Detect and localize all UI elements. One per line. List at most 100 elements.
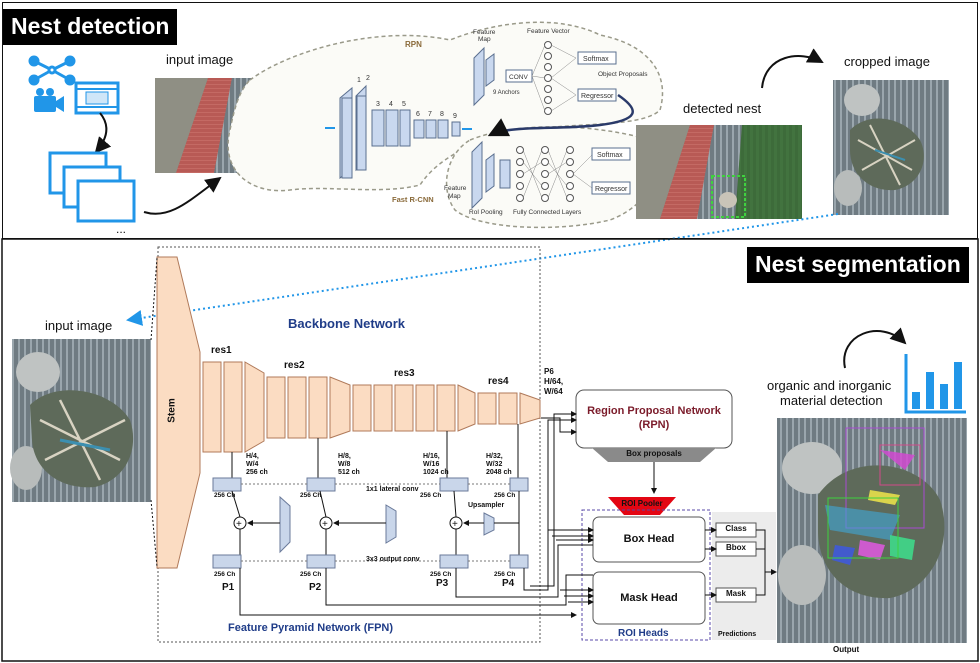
p6-w: W/64 xyxy=(544,387,563,396)
output-conv-label: 3x3 output conv xyxy=(366,556,420,563)
ch-bot-3: 256 Ch xyxy=(430,571,452,578)
svg-text:CONV: CONV xyxy=(509,74,528,81)
svg-text:+: + xyxy=(452,519,458,530)
svg-text:+: + xyxy=(236,519,242,530)
dims-res3-ch: 1024 ch xyxy=(423,469,449,476)
svg-text:5: 5 xyxy=(402,101,406,108)
detection-bbox xyxy=(711,175,746,218)
roi-pooler-label: ROI Pooler xyxy=(621,499,663,508)
res3-label: res3 xyxy=(394,368,415,379)
res1-label: res1 xyxy=(211,345,232,356)
dims-res4-w: W/32 xyxy=(486,461,503,468)
class-label: Class xyxy=(725,524,747,533)
svg-text:Regressor: Regressor xyxy=(581,93,614,100)
stem-block xyxy=(156,256,201,569)
dims-res4-h: H/32, xyxy=(486,453,503,460)
fpn-add-nodes xyxy=(233,516,463,530)
ch-bot-4: 256 Ch xyxy=(494,571,516,578)
svg-text:Object Proposals: Object Proposals xyxy=(598,71,648,78)
svg-text:Feature Vector: Feature Vector xyxy=(527,28,570,35)
mask-label: Mask xyxy=(725,589,746,598)
backbone-network-label: Backbone Network xyxy=(288,316,406,331)
dims-res1-ch: 256 ch xyxy=(246,469,268,476)
dims-res1-h: H/4, xyxy=(246,453,259,460)
detected-nest-label: detected nest xyxy=(683,101,762,116)
crop-to-segmentation-arrow xyxy=(126,213,839,326)
p6-label: P6 H/64, W/64 xyxy=(544,367,563,397)
detected-nest-image xyxy=(636,125,802,219)
dims-res2-ch: 512 ch xyxy=(338,469,360,476)
dims-res3-w: W/16 xyxy=(423,461,440,468)
output-image xyxy=(777,418,967,643)
ch-bot-1: 256 Ch xyxy=(214,571,236,578)
svg-text:Map: Map xyxy=(478,36,491,43)
p3-label: P3 xyxy=(436,578,449,589)
svg-text:RPN: RPN xyxy=(405,40,422,49)
upsampler-label: Upsampler xyxy=(468,502,505,509)
svg-text:Map: Map xyxy=(448,193,461,200)
cropped-image xyxy=(833,80,949,215)
svg-text:6: 6 xyxy=(416,111,420,118)
svg-text:Softmax: Softmax xyxy=(583,56,609,63)
output-label: Output xyxy=(833,645,860,654)
input-image-label-bottom: input image xyxy=(45,318,113,333)
rpn-title-line1: Region Proposal Network xyxy=(587,405,721,417)
dims-res2-h: H/8, xyxy=(338,453,351,460)
stem-label: Stem xyxy=(166,398,178,423)
svg-text:2: 2 xyxy=(366,75,370,82)
svg-text:7: 7 xyxy=(428,111,432,118)
svg-text:9: 9 xyxy=(453,113,457,120)
ch-top-4: 256 Ch xyxy=(494,492,516,499)
svg-text:Fast R-CNN: Fast R-CNN xyxy=(392,195,434,204)
predictions-label: Predictions xyxy=(718,631,757,638)
lateral-conv-label: 1x1 lateral conv xyxy=(366,486,419,493)
ch-bot-2: 256 Ch xyxy=(300,571,322,578)
nest-segmentation-title: Nest segmentation xyxy=(747,247,969,283)
svg-text:Feature: Feature xyxy=(473,29,496,36)
fpn-label: Feature Pyramid Network (FPN) xyxy=(228,622,394,634)
bar-chart-icon xyxy=(904,354,966,414)
input-image-bottom xyxy=(10,339,151,502)
svg-text:1: 1 xyxy=(357,77,361,84)
upsampler-blocks xyxy=(279,495,495,554)
film-strip-icon xyxy=(74,81,120,115)
svg-text:3: 3 xyxy=(376,101,380,108)
frames-arrow xyxy=(94,112,112,154)
analysis-arrow xyxy=(843,327,907,369)
cropped-image-label: cropped image xyxy=(844,54,930,69)
svg-text:Fully Connected Layers: Fully Connected Layers xyxy=(513,209,582,216)
organic-label-line1: organic and inorganic xyxy=(767,378,892,393)
frames-ellipsis: ... xyxy=(116,222,127,236)
ch-top-2: 256 Ch xyxy=(300,492,322,499)
nest-detection-title: Nest detection xyxy=(3,9,178,45)
box-proposals-banner xyxy=(592,448,716,462)
roi-heads-label: ROI Heads xyxy=(618,628,669,639)
rpn-title-line2: (RPN) xyxy=(638,419,670,431)
svg-text:RoI Pooling: RoI Pooling xyxy=(469,209,503,216)
fpn-lateral-row xyxy=(212,477,529,492)
network-icon xyxy=(28,55,76,86)
to-input-arrow xyxy=(143,176,222,215)
p1-label: P1 xyxy=(222,582,235,593)
video-camera-icon xyxy=(34,88,64,112)
p6-h: H/64, xyxy=(544,377,564,386)
svg-text:9 Anchors: 9 Anchors xyxy=(493,90,520,96)
svg-text:Softmax: Softmax xyxy=(597,152,623,159)
dims-res1-w: W/4 xyxy=(246,461,259,468)
res4-label: res4 xyxy=(488,376,509,387)
nest-segmentation-panel xyxy=(1,238,979,662)
svg-text:+: + xyxy=(322,519,328,530)
dims-res2-w: W/8 xyxy=(338,461,351,468)
svg-text:4: 4 xyxy=(389,101,393,108)
p6-name: P6 xyxy=(544,367,554,376)
dims-res3-h: H/16, xyxy=(423,453,440,460)
frames-stack-icon xyxy=(48,151,136,223)
svg-text:Feature: Feature xyxy=(444,185,467,192)
svg-text:Regressor: Regressor xyxy=(595,186,628,193)
crop-arrow xyxy=(761,48,824,89)
